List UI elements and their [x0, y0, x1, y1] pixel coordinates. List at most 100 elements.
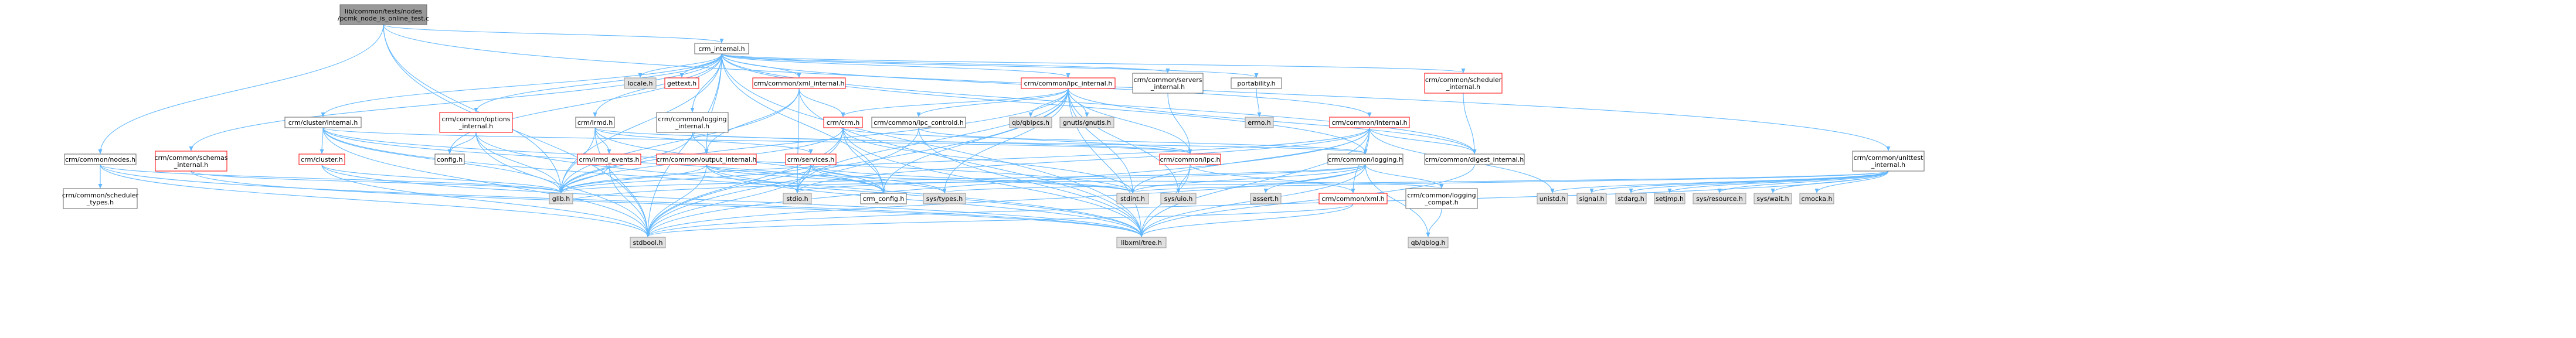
node-logging_internal[interactable]: crm/common/logging_internal.h — [656, 112, 729, 133]
node-box-locale — [624, 77, 657, 89]
edge-common_internal-to-stdio — [797, 127, 1370, 193]
node-label-config: config.h — [437, 156, 463, 163]
node-box-sysuio — [1160, 193, 1197, 204]
node-stdint[interactable]: stdint.h — [1116, 193, 1149, 204]
node-stdio[interactable]: stdio.h — [783, 193, 812, 204]
edge-ipc_internal-to-ipc_h — [1068, 88, 1190, 153]
edge-unittest-to-unistd — [1552, 170, 1889, 193]
node-lrmd_events[interactable]: crm/lrmd_events.h — [577, 153, 641, 165]
edge-xml_internal-to-glib — [561, 88, 800, 193]
node-unittest[interactable]: crm/common/unittest_internal.h — [1852, 151, 1925, 172]
node-locale[interactable]: locale.h — [624, 77, 657, 89]
node-schemas_internal[interactable]: crm/common/schemas_internal.h — [154, 151, 228, 172]
edge-xml_h-to-libxml_tree — [1141, 203, 1354, 237]
edge-crm_internal-to-ipc_internal — [721, 53, 1068, 77]
edge-schemas_internal-to-libxml_tree — [191, 170, 1141, 237]
node-common_internal[interactable]: crm/common/internal.h — [1329, 117, 1410, 128]
edge-unittest-to-sysresource — [1719, 170, 1889, 193]
node-crm_h[interactable]: crm/crm.h — [823, 117, 863, 128]
node-config[interactable]: config.h — [434, 153, 465, 165]
node-servers_internal[interactable]: crm/common/servers_internal.h — [1132, 73, 1204, 94]
node-box-stdint — [1116, 193, 1149, 204]
node-stdbool[interactable]: stdbool.h — [630, 237, 666, 248]
node-unistd[interactable]: unistd.h — [1537, 193, 1568, 204]
node-box-libxml_tree — [1116, 237, 1167, 248]
edge-xml_internal-to-crm_h — [798, 88, 843, 117]
node-logging_compat[interactable]: crm/common/logging_compat.h — [1405, 188, 1478, 209]
node-cluster_h[interactable]: crm/cluster.h — [298, 153, 345, 165]
edge-crm_internal-to-schemas_internal — [191, 53, 722, 151]
node-qblog[interactable]: qb/qblog.h — [1408, 237, 1449, 248]
node-output_internal[interactable]: crm/common/output_internal.h — [656, 153, 757, 165]
node-services[interactable]: crm/services.h — [785, 153, 837, 165]
node-label-logging_compat: crm/common/logging — [1407, 192, 1476, 199]
node-label-root: /pcmk_node_is_online_test.c — [338, 15, 429, 22]
node-label-output_internal: crm/common/output_internal.h — [657, 156, 757, 163]
node-glib[interactable]: glib.h — [549, 193, 573, 204]
node-box-logging_internal — [656, 112, 729, 133]
node-box-stdio — [783, 193, 812, 204]
edge-crm_internal-to-locale — [640, 53, 722, 77]
node-box-stdarg — [1615, 193, 1647, 204]
node-box-ipc_controld — [871, 117, 966, 128]
node-sysuio[interactable]: sys/uio.h — [1160, 193, 1197, 204]
edge-unittest-to-setjmp — [1670, 170, 1889, 193]
node-portability[interactable]: portability.h — [1231, 77, 1282, 89]
edge-unittest-to-stdarg — [1631, 170, 1889, 193]
node-box-unittest — [1852, 151, 1925, 172]
node-box-assert — [1250, 193, 1282, 204]
node-xml_h[interactable]: crm/common/xml.h — [1318, 193, 1388, 204]
node-label-ipc_controld: crm/common/ipc_controld.h — [874, 119, 964, 127]
node-label-crm_config: crm_config.h — [863, 195, 905, 203]
edge-unittest-to-signal — [1592, 170, 1889, 193]
edge-ipc_internal-to-crm_h — [843, 88, 1069, 117]
node-options_internal[interactable]: crm/common/options_internal.h — [439, 112, 513, 133]
edge-ipc_h-to-xml_h — [1190, 164, 1353, 193]
edge-nodes-to-stdbool — [100, 164, 648, 237]
node-label-signal: signal.h — [1579, 195, 1604, 203]
node-xml_internal[interactable]: crm/common/xml_internal.h — [752, 77, 846, 89]
node-label-qbipcs: qb/qbipcs.h — [1012, 119, 1049, 127]
node-gnutls[interactable]: gnutls/gnutls.h — [1059, 117, 1114, 128]
node-logging_h[interactable]: crm/common/logging.h — [1327, 153, 1403, 165]
node-lrmd[interactable]: crm/lrmd.h — [575, 117, 615, 128]
node-errno[interactable]: errno.h — [1245, 117, 1274, 128]
node-setjmp[interactable]: setjmp.h — [1654, 193, 1685, 204]
node-assert[interactable]: assert.h — [1250, 193, 1282, 204]
node-root[interactable]: lib/common/tests/nodes/pcmk_node_is_onli… — [338, 4, 429, 25]
node-label-stdarg: stdarg.h — [1617, 195, 1644, 203]
node-syswait[interactable]: sys/wait.h — [1753, 193, 1792, 204]
node-qbipcs[interactable]: qb/qbipcs.h — [1009, 117, 1052, 128]
node-scheduler_types[interactable]: crm/common/scheduler_types.h — [62, 188, 139, 209]
node-box-root — [339, 4, 427, 25]
node-cluster_internal[interactable]: crm/cluster/internal.h — [284, 117, 362, 128]
node-crm_internal[interactable]: crm_internal.h — [694, 43, 749, 54]
node-scheduler_internal[interactable]: crm/common/scheduler_internal.h — [1424, 73, 1503, 94]
node-box-gettext — [664, 77, 699, 89]
node-crm_config[interactable]: crm_config.h — [860, 193, 907, 204]
node-box-common_internal — [1329, 117, 1410, 128]
node-cmocka[interactable]: cmocka.h — [1799, 193, 1834, 204]
node-label-scheduler_types: _types.h — [86, 199, 114, 206]
node-gettext[interactable]: gettext.h — [664, 77, 699, 89]
node-signal[interactable]: signal.h — [1576, 193, 1607, 204]
node-label-root: lib/common/tests/nodes — [345, 8, 422, 15]
node-label-stdio: stdio.h — [786, 195, 808, 203]
node-digest_internal[interactable]: crm/common/digest_internal.h — [1424, 153, 1525, 165]
node-ipc_internal[interactable]: crm/common/ipc_internal.h — [1021, 77, 1116, 89]
edge-unittest-to-cmocka — [1817, 170, 1889, 193]
node-label-unittest: _internal.h — [1871, 161, 1905, 169]
node-systypes[interactable]: sys/types.h — [923, 193, 966, 204]
edge-crm_internal-to-stdbool — [648, 53, 722, 237]
node-label-options_internal: crm/common/options — [442, 115, 511, 123]
node-ipc_h[interactable]: crm/common/ipc.h — [1159, 153, 1221, 165]
edge-crm_h-to-logging_h — [842, 127, 1365, 153]
node-ipc_controld[interactable]: crm/common/ipc_controld.h — [871, 117, 966, 128]
node-stdarg[interactable]: stdarg.h — [1615, 193, 1647, 204]
node-nodes[interactable]: crm/common/nodes.h — [64, 153, 137, 165]
node-box-setjmp — [1654, 193, 1685, 204]
node-sysresource[interactable]: sys/resource.h — [1693, 193, 1746, 204]
node-libxml_tree[interactable]: libxml/tree.h — [1116, 237, 1167, 248]
edge-output_internal-to-stdint — [706, 164, 1133, 193]
node-label-schemas_internal: _internal.h — [174, 161, 208, 169]
